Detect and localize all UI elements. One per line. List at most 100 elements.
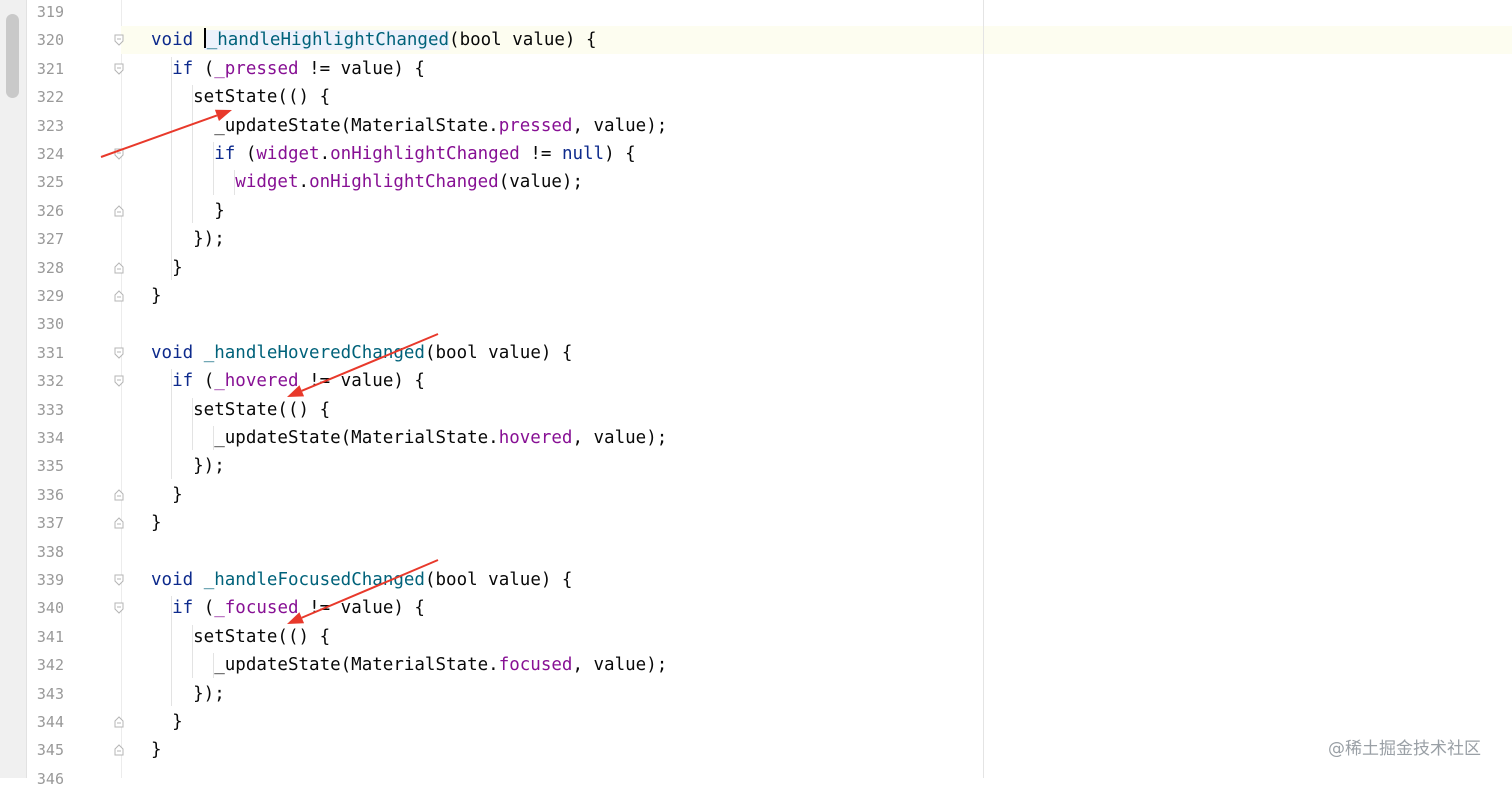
fold-end-icon[interactable]: [114, 716, 124, 728]
code-token: }: [151, 484, 183, 505]
code-token: if: [151, 144, 236, 164]
code-token: null: [561, 144, 605, 164]
fold-collapse-icon[interactable]: [114, 602, 124, 615]
code-token: _handleFocusedChanged: [203, 570, 425, 590]
scrollbar-track[interactable]: [0, 0, 27, 778]
code-token: _focused: [214, 598, 299, 619]
code-token: }: [151, 286, 162, 306]
fold-collapse-icon[interactable]: [114, 34, 124, 47]
code-token: onHighlightChanged: [330, 144, 520, 164]
code-line[interactable]: void _handleFocusedChanged(bool value) {: [151, 566, 572, 594]
code-token: (bool value) {: [424, 342, 573, 363]
indent-guide: [213, 653, 214, 678]
code-line[interactable]: }: [151, 282, 162, 310]
fold-end-icon[interactable]: [114, 205, 124, 217]
line-number: 336: [36, 485, 64, 504]
fold-end-icon[interactable]: [114, 744, 124, 756]
code-token: _updateState(MaterialState.: [151, 428, 499, 448]
line-number: 341: [36, 627, 64, 646]
line-number: 333: [36, 400, 64, 419]
line-number: 340: [36, 599, 64, 618]
code-token: }: [151, 200, 225, 221]
code-token: });: [151, 229, 225, 250]
code-token: focused: [498, 655, 573, 676]
code-token: _handleHoveredChanged: [203, 342, 425, 363]
line-number: 328: [36, 258, 64, 277]
code-token: }: [151, 740, 162, 761]
code-token: if: [151, 598, 194, 619]
code-line[interactable]: }: [151, 254, 183, 282]
code-token: [193, 343, 204, 363]
code-token: pressed: [498, 115, 573, 136]
code-token: setState(() {: [151, 626, 331, 647]
code-line[interactable]: setState(() {: [151, 396, 330, 424]
indent-guide: [213, 426, 214, 451]
code-token: _hovered: [214, 371, 299, 392]
fold-collapse-icon[interactable]: [114, 148, 124, 160]
line-number: 339: [36, 571, 64, 589]
code-token: , value);: [572, 115, 668, 136]
line-number: 330: [36, 315, 64, 334]
indent-guide: [192, 624, 193, 678]
code-line[interactable]: });: [151, 225, 225, 253]
fold-collapse-icon[interactable]: [114, 347, 124, 359]
code-line[interactable]: widget.onHighlightChanged(value);: [151, 168, 583, 196]
code-token: .: [319, 144, 331, 164]
line-number: 343: [36, 684, 64, 703]
code-token: , value);: [572, 428, 668, 448]
line-number: 324: [36, 145, 64, 163]
code-line[interactable]: void _handleHoveredChanged(bool value) {: [151, 339, 572, 367]
line-number: 326: [36, 201, 64, 220]
code-line[interactable]: if (_hovered != value) {: [151, 367, 425, 395]
code-line[interactable]: setState(() {: [151, 83, 330, 111]
code-line[interactable]: });: [151, 452, 225, 480]
code-token: }: [151, 257, 183, 278]
line-number: 338: [36, 542, 64, 561]
function-name: _handleHighlightChanged: [206, 30, 450, 51]
code-line[interactable]: if (_focused != value) {: [151, 594, 425, 622]
indent-guide: [192, 85, 193, 224]
fold-end-icon[interactable]: [114, 489, 124, 501]
fold-collapse-icon[interactable]: [114, 375, 124, 387]
indent-guide: [171, 596, 172, 706]
line-number: 332: [36, 372, 64, 391]
code-token: (bool value) {: [424, 570, 573, 590]
code-line[interactable]: _updateState(MaterialState.hovered, valu…: [151, 424, 667, 452]
line-number: 325: [36, 173, 64, 192]
code-line[interactable]: void _handleHighlightChanged(bool value)…: [151, 26, 597, 54]
code-line[interactable]: setState(() {: [151, 623, 330, 651]
code-token: void: [151, 570, 194, 590]
fold-collapse-icon[interactable]: [114, 63, 124, 75]
line-number: 335: [36, 457, 64, 476]
code-token: widget: [151, 172, 299, 193]
indent-guide: [234, 170, 235, 195]
fold-collapse-icon[interactable]: [114, 574, 124, 586]
code-line[interactable]: }: [151, 197, 225, 225]
code-token: _pressed: [214, 58, 299, 79]
code-line[interactable]: }: [151, 708, 183, 736]
line-number: 321: [36, 59, 64, 78]
code-line[interactable]: _updateState(MaterialState.pressed, valu…: [151, 112, 667, 140]
code-line[interactable]: _updateState(MaterialState.focused, valu…: [151, 651, 667, 679]
code-token: void: [151, 342, 194, 363]
code-token: setState(() {: [151, 399, 331, 420]
code-token: != value) {: [298, 371, 425, 392]
fold-end-icon[interactable]: [114, 517, 124, 529]
code-line[interactable]: });: [151, 680, 225, 708]
code-token: (bool value) {: [449, 30, 597, 51]
line-number: 323: [36, 116, 64, 135]
code-token: });: [151, 683, 225, 704]
line-number: 342: [36, 656, 64, 675]
line-number: 346: [36, 769, 64, 788]
right-margin-guide: [983, 0, 984, 778]
code-line[interactable]: }: [151, 736, 162, 764]
code-token: (: [235, 144, 257, 164]
fold-end-icon[interactable]: [114, 261, 124, 274]
code-line[interactable]: }: [151, 481, 183, 509]
code-line[interactable]: if (widget.onHighlightChanged != null) {: [151, 140, 636, 168]
scrollbar-thumb[interactable]: [6, 14, 19, 98]
code-line[interactable]: if (_pressed != value) {: [151, 55, 425, 83]
code-line[interactable]: }: [151, 509, 162, 537]
fold-end-icon[interactable]: [114, 290, 124, 302]
